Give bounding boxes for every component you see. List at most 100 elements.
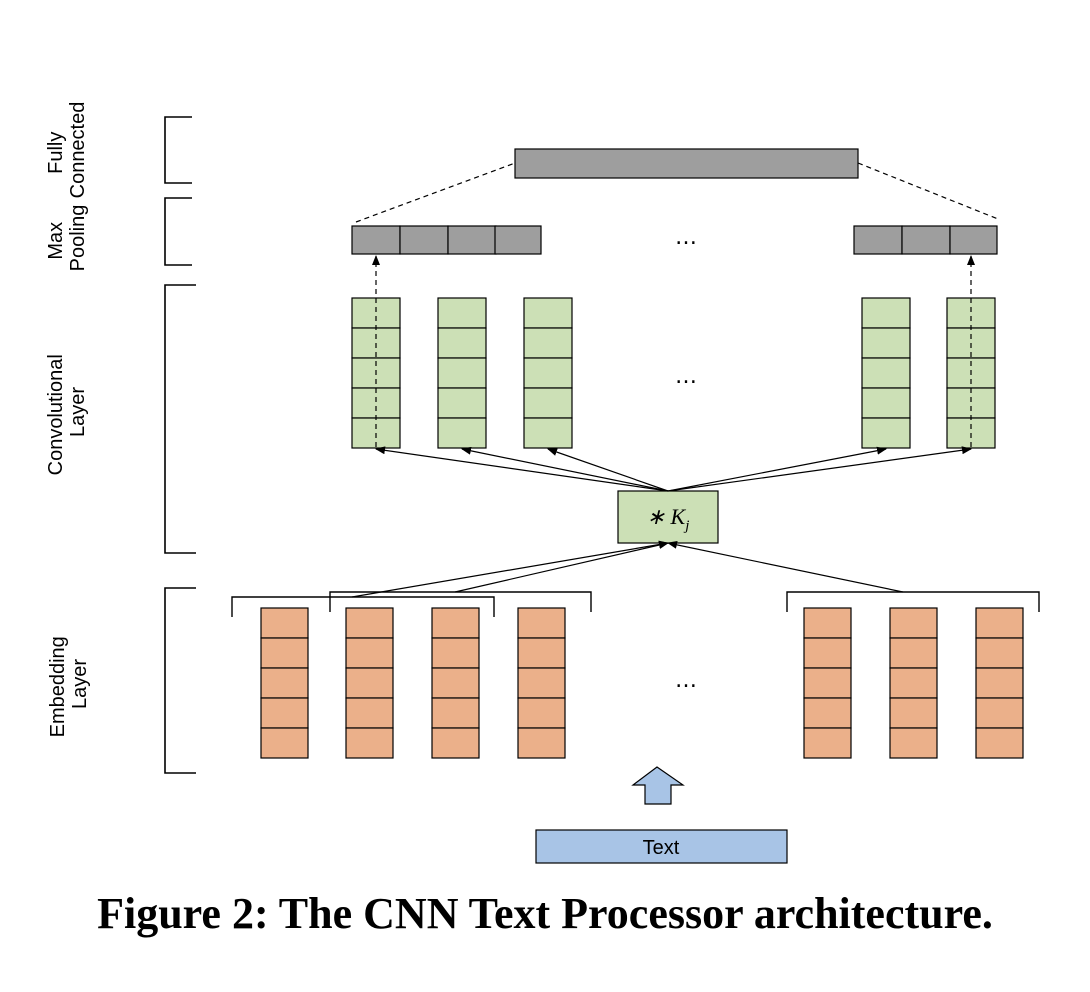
embedding-cell bbox=[517, 697, 566, 729]
conv-cell bbox=[861, 297, 911, 329]
max-pooling-bar-right bbox=[853, 225, 998, 255]
conv-cell bbox=[861, 387, 911, 419]
kernel-output-arrow bbox=[667, 446, 887, 492]
pooling-cell bbox=[351, 225, 401, 255]
right-fc-connection bbox=[857, 162, 999, 220]
embedding-vector-column bbox=[345, 607, 394, 759]
conv-feature-map-column bbox=[437, 297, 487, 449]
embedding-vector-column bbox=[260, 607, 309, 759]
conv-cell bbox=[861, 327, 911, 359]
window-to-kernel-arrows bbox=[351, 540, 904, 598]
embedding-cell bbox=[803, 727, 852, 759]
fully-connected-block bbox=[514, 148, 859, 179]
window-arrow-1 bbox=[351, 540, 669, 598]
conv-cell bbox=[523, 357, 573, 389]
embedding-vector-column bbox=[517, 607, 566, 759]
embedding-bracket bbox=[164, 587, 196, 774]
conv-cell bbox=[861, 357, 911, 389]
max-pooling-bracket bbox=[164, 197, 192, 266]
kernel-box bbox=[617, 490, 719, 544]
conv-cell bbox=[437, 387, 487, 419]
left-fc-connection bbox=[355, 162, 516, 223]
window-bracket-1 bbox=[231, 596, 495, 617]
embedding-cell bbox=[431, 607, 480, 639]
max-pooling-bar-left bbox=[351, 225, 542, 255]
text-input-label: Text bbox=[643, 837, 680, 859]
convolutional-label: Convolutional Layer bbox=[45, 349, 89, 476]
max-pooling-label: Max Pooling bbox=[45, 205, 89, 272]
pooling-ellipsis: … bbox=[675, 225, 697, 250]
input-up-arrow bbox=[631, 766, 685, 805]
embedding-cell bbox=[889, 607, 938, 639]
embedding-cell bbox=[803, 607, 852, 639]
embedding-vector-column bbox=[889, 607, 938, 759]
conv-cell bbox=[523, 417, 573, 449]
embedding-vectors bbox=[260, 607, 1024, 759]
kernel-subscript: j bbox=[683, 518, 689, 534]
pooling-cell bbox=[901, 225, 951, 255]
layer-brackets bbox=[164, 116, 196, 774]
embedding-cell bbox=[517, 607, 566, 639]
embedding-vector-column bbox=[803, 607, 852, 759]
embedding-cell bbox=[803, 697, 852, 729]
embedding-cell bbox=[975, 727, 1024, 759]
embedding-ellipsis: … bbox=[675, 668, 697, 693]
embedding-cell bbox=[345, 667, 394, 699]
embedding-cell bbox=[889, 727, 938, 759]
conv-cell bbox=[437, 327, 487, 359]
embedding-cell bbox=[803, 637, 852, 669]
embedding-cell bbox=[517, 637, 566, 669]
conv-cell bbox=[437, 417, 487, 449]
embedding-cell bbox=[975, 667, 1024, 699]
pooling-cell bbox=[447, 225, 497, 255]
kernel-output-arrow bbox=[375, 446, 669, 492]
embedding-cell bbox=[260, 727, 309, 759]
embedding-cell bbox=[889, 637, 938, 669]
window-bracket-3 bbox=[786, 591, 1040, 612]
embedding-cell bbox=[975, 607, 1024, 639]
embedding-cell bbox=[260, 667, 309, 699]
embedding-cell bbox=[345, 697, 394, 729]
embedding-cell bbox=[431, 697, 480, 729]
embedding-cell bbox=[345, 607, 394, 639]
embedding-cell bbox=[260, 607, 309, 639]
convolution-feature-maps bbox=[351, 297, 996, 449]
conv-cell bbox=[437, 357, 487, 389]
embedding-label: Embedding Layer bbox=[47, 631, 91, 738]
convolutional-bracket bbox=[164, 284, 196, 554]
figure-caption: Figure 2: The CNN Text Processor archite… bbox=[97, 889, 993, 938]
text-input-box bbox=[535, 829, 788, 864]
embedding-cell bbox=[975, 697, 1024, 729]
pooling-cell bbox=[853, 225, 903, 255]
embedding-cell bbox=[517, 667, 566, 699]
embedding-cell bbox=[889, 667, 938, 699]
embedding-cell bbox=[431, 727, 480, 759]
kernel-output-arrow bbox=[461, 446, 669, 492]
embedding-vector-column bbox=[975, 607, 1024, 759]
kernel-output-arrow bbox=[667, 446, 972, 492]
embedding-cell bbox=[517, 727, 566, 759]
cnn-architecture-diagram: Fully Connected Max Pooling Convolutiona… bbox=[45, 102, 1040, 864]
kernel-to-conv-arrows bbox=[375, 446, 972, 492]
embedding-cell bbox=[260, 637, 309, 669]
layer-labels: Fully Connected Max Pooling Convolutiona… bbox=[45, 102, 91, 738]
conv-feature-map-column bbox=[523, 297, 573, 449]
embedding-vector-column bbox=[431, 607, 480, 759]
kernel-label: ∗ Kj bbox=[647, 504, 690, 534]
fully-connected-bracket bbox=[164, 116, 192, 184]
embedding-cell bbox=[803, 667, 852, 699]
window-bracket-2 bbox=[329, 591, 592, 612]
embedding-cell bbox=[431, 667, 480, 699]
conv-cell bbox=[946, 297, 996, 329]
pooling-cell bbox=[494, 225, 542, 255]
embedding-cell bbox=[431, 637, 480, 669]
conv-to-pool-arrows bbox=[372, 255, 975, 447]
conv-cell bbox=[523, 387, 573, 419]
fully-connected-label: Fully Connected bbox=[45, 102, 89, 199]
conv-cell bbox=[437, 297, 487, 329]
embedding-cell bbox=[345, 727, 394, 759]
embedding-cell bbox=[345, 637, 394, 669]
conv-cell bbox=[523, 297, 573, 329]
conv-cell bbox=[861, 417, 911, 449]
kernel-output-arrow bbox=[547, 448, 669, 492]
